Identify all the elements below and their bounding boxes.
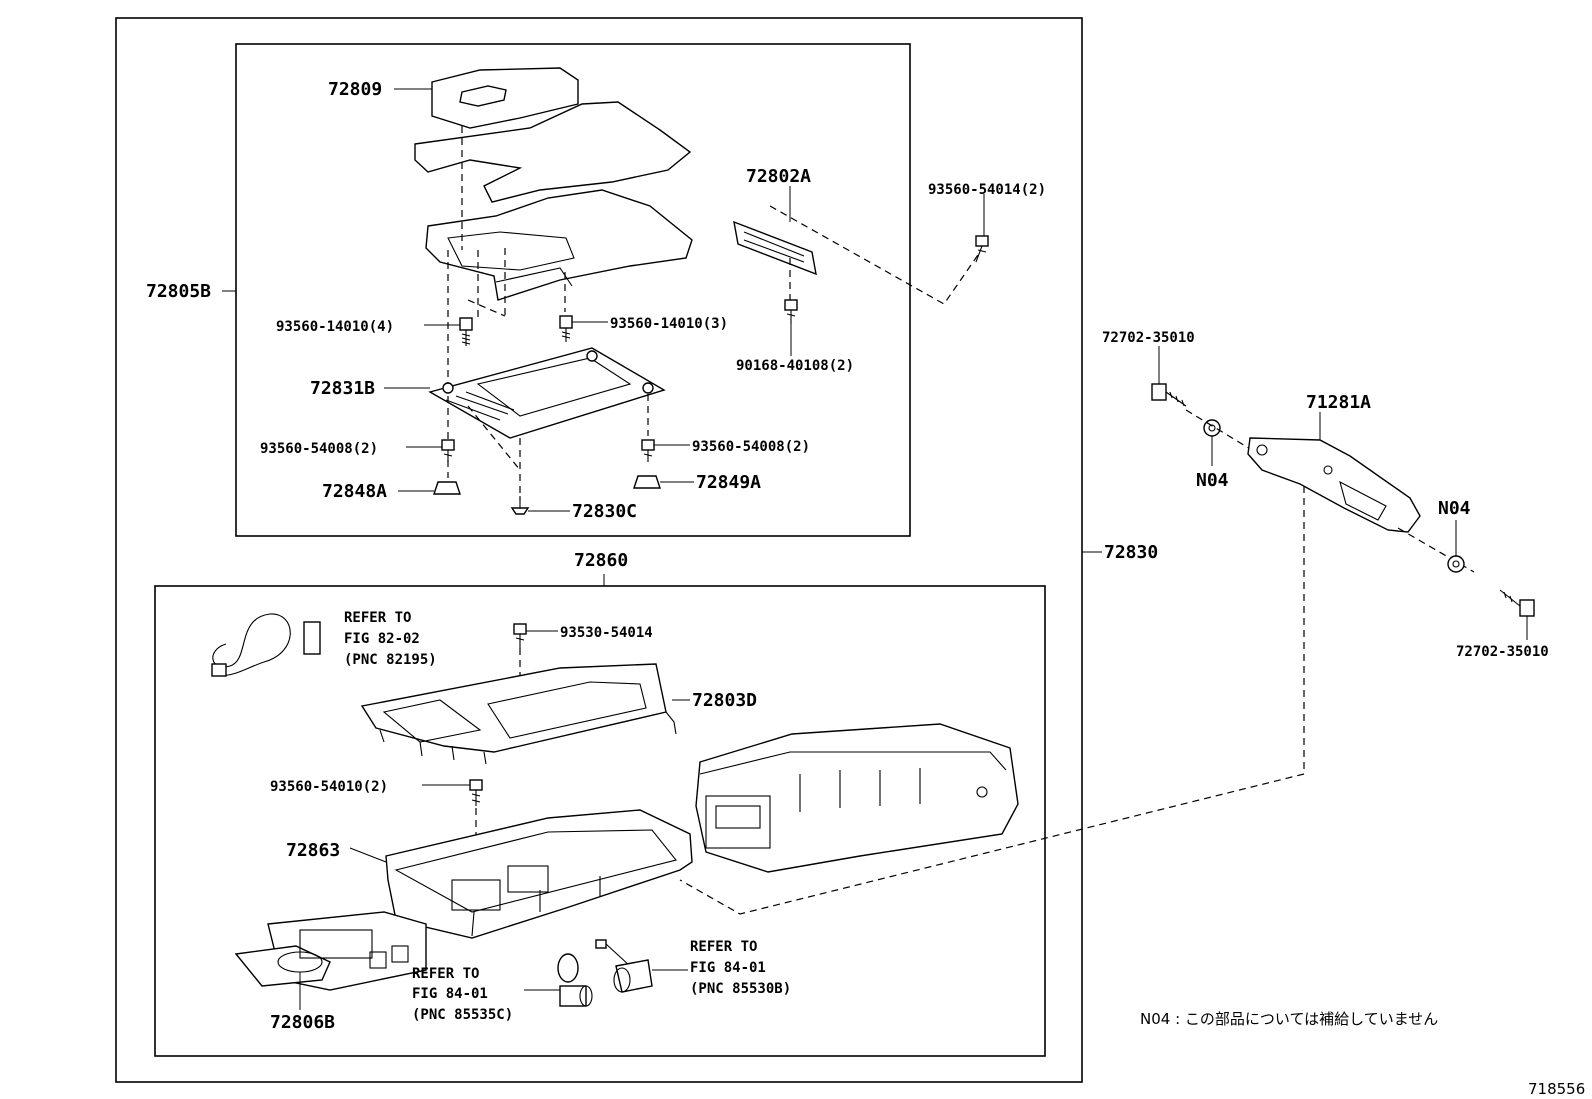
ref-84-01-a-line3: (PNC 85535C) — [412, 1007, 513, 1023]
clip-72849A — [633, 475, 661, 489]
cup-holder-72806B — [234, 911, 427, 991]
clip-72848A — [433, 481, 461, 495]
reference-fig-82-02: REFER TO FIG 82-02 (PNC 82195) — [344, 610, 437, 668]
diagram-id: 718556 — [1528, 1080, 1585, 1098]
label-72805B: 72805B — [146, 281, 211, 302]
ref-84-01-a-line1: REFER TO — [412, 966, 479, 982]
upper-frame-72805B — [235, 43, 911, 537]
label-90168-40108-2: 90168-40108(2) — [736, 358, 854, 374]
label-72830: 72830 — [1104, 542, 1158, 563]
ref-84-01-b-line1: REFER TO — [690, 939, 757, 955]
label-93560-14010-3: 93560-14010(3) — [610, 316, 728, 332]
label-93560-54014-2: 93560-54014(2) — [928, 182, 1046, 198]
wire-harness-82195 — [211, 613, 321, 677]
label-N04-right: N04 — [1438, 498, 1471, 519]
screw-93560-54008-left — [441, 439, 455, 462]
label-72702-35010-top: 72702-35010 — [1102, 330, 1195, 346]
nut-N04-left — [1203, 419, 1221, 437]
label-93560-14010-4: 93560-14010(4) — [276, 319, 394, 335]
bolt-72702-35010-bottom — [1499, 589, 1535, 617]
bracket-71281A — [1247, 437, 1421, 533]
screw-90168-40108 — [784, 299, 798, 324]
label-71281A: 71281A — [1306, 392, 1371, 413]
ref-82-02-line2: FIG 82-02 — [344, 631, 420, 647]
label-72806B: 72806B — [270, 1012, 335, 1033]
armrest-upholstery — [414, 101, 693, 301]
label-72860: 72860 — [574, 550, 628, 571]
label-93560-54010-2: 93560-54010(2) — [270, 779, 388, 795]
power-outlet-85530B — [595, 939, 653, 993]
ref-84-01-b-line2: FIG 84-01 — [690, 960, 766, 976]
outer-frame-72830 — [115, 17, 1083, 1083]
label-72863: 72863 — [286, 840, 340, 861]
label-N04-left: N04 — [1196, 470, 1229, 491]
label-72848A: 72848A — [322, 481, 387, 502]
label-72830C: 72830C — [572, 501, 637, 522]
label-72702-35010-bottom: 72702-35010 — [1456, 644, 1549, 660]
reference-fig-84-01-a: REFER TO FIG 84-01 (PNC 85535C) — [412, 966, 513, 1023]
screw-93560-54008-right — [641, 439, 655, 462]
socket-cap-85535C — [557, 953, 593, 1007]
reference-fig-84-01-b: REFER TO FIG 84-01 (PNC 85530B) — [690, 939, 791, 997]
label-72831B: 72831B — [310, 378, 375, 399]
lid-screws-dashes — [447, 126, 566, 390]
panel-72803D — [360, 663, 677, 765]
base-plate-dashes — [447, 394, 649, 500]
nut-N04-right — [1447, 555, 1465, 573]
armrest-lid-cover — [431, 67, 579, 129]
bracket-72802A — [733, 205, 981, 305]
base-plate-72831B — [428, 347, 666, 439]
label-72849A: 72849A — [696, 472, 761, 493]
label-72809: 72809 — [328, 79, 382, 100]
pin-72830C — [510, 496, 530, 515]
console-tray-72863 — [385, 809, 693, 939]
console-box-body — [695, 723, 1019, 873]
ref-82-02-line3: (PNC 82195) — [344, 652, 437, 668]
screw-93560-14010-4 — [459, 317, 473, 346]
screw-93560-14010-3 — [559, 315, 573, 342]
ref-84-01-b-line3: (PNC 85530B) — [690, 981, 791, 997]
lower-frame-72860 — [154, 585, 1046, 1057]
label-93530-54014: 93530-54014 — [560, 625, 653, 641]
bolt-72702-35010-top — [1151, 383, 1187, 407]
footnote-n04: N04 : この部品については補給していません — [1140, 1010, 1438, 1028]
bracket-to-box-dashes — [679, 486, 1305, 915]
ref-84-01-a-line2: FIG 84-01 — [412, 986, 488, 1002]
label-72802A: 72802A — [746, 166, 811, 187]
label-93560-54008-2-left: 93560-54008(2) — [260, 441, 378, 457]
ref-82-02-line1: REFER TO — [344, 610, 411, 626]
screw-93560-54014-upper — [975, 235, 989, 263]
label-93560-54008-2-right: 93560-54008(2) — [692, 439, 810, 455]
label-72803D: 72803D — [692, 690, 757, 711]
leader-lines — [222, 88, 1528, 1010]
